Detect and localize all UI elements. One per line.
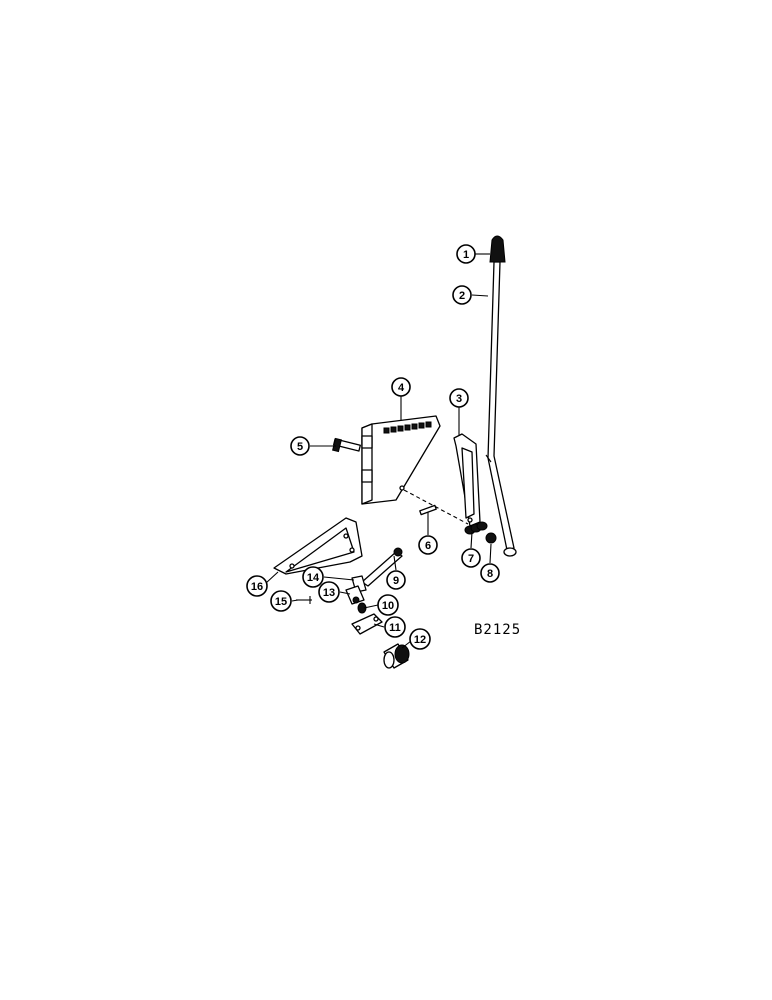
callout-12: 12 xyxy=(409,628,431,650)
callout-9-label: 9 xyxy=(393,575,399,587)
figure-code: B2125 xyxy=(474,622,522,638)
callout-3: 3 xyxy=(449,388,469,408)
latch-bracket xyxy=(453,433,481,527)
callout-4-label: 4 xyxy=(398,382,405,394)
quadrant-plate xyxy=(361,415,441,505)
callout-16: 16 xyxy=(246,575,268,597)
callout-14-label: 14 xyxy=(307,572,320,584)
callout-2-label: 2 xyxy=(459,290,465,302)
callout-6: 6 xyxy=(418,535,438,555)
callout-15: 15 xyxy=(270,590,292,612)
arm xyxy=(345,585,365,605)
callout-9: 9 xyxy=(386,570,406,590)
callout-5: 5 xyxy=(290,436,310,456)
callout-12-label: 12 xyxy=(414,634,426,646)
callout-11: 11 xyxy=(384,616,406,638)
callout-1-label: 1 xyxy=(463,249,469,261)
callout-10-label: 10 xyxy=(382,600,394,612)
callout-8: 8 xyxy=(480,563,500,583)
lever-knob xyxy=(489,235,506,263)
callout-10: 10 xyxy=(377,594,399,616)
callout-13-label: 13 xyxy=(323,587,335,599)
bolt xyxy=(332,437,361,453)
cylinder-fitting xyxy=(383,643,410,669)
callout-7: 7 xyxy=(461,548,481,568)
quadrant-notches xyxy=(383,421,432,434)
callout-14: 14 xyxy=(302,566,324,588)
callout-2: 2 xyxy=(452,285,472,305)
link-plate xyxy=(351,613,383,635)
callout-6-label: 6 xyxy=(425,540,431,552)
lever-rod xyxy=(485,261,517,557)
callout-13: 13 xyxy=(318,581,340,603)
link-rod xyxy=(361,547,403,587)
callout-15-label: 15 xyxy=(275,596,287,608)
mounting-bracket xyxy=(273,517,363,575)
small-pin xyxy=(296,596,312,604)
callout-5-label: 5 xyxy=(297,441,303,453)
spring xyxy=(464,521,488,535)
callout-8-label: 8 xyxy=(487,568,493,580)
callout-1: 1 xyxy=(456,244,476,264)
callout-16-label: 16 xyxy=(251,581,263,593)
callout-7-label: 7 xyxy=(468,553,474,565)
callout-11-label: 11 xyxy=(389,622,401,634)
callout-4: 4 xyxy=(391,377,411,397)
nut xyxy=(485,532,497,544)
leader-lines xyxy=(265,253,492,649)
callout-3-label: 3 xyxy=(456,393,462,405)
pin xyxy=(419,504,437,516)
